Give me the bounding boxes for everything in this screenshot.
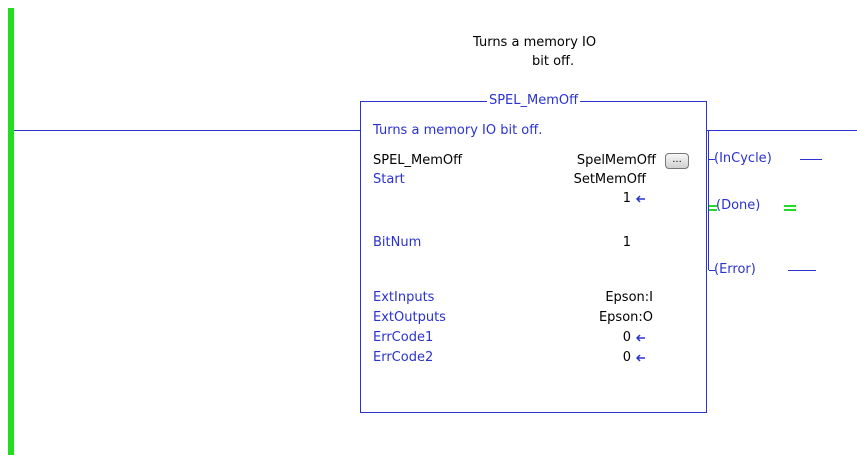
errcode2-label: ErrCode2 bbox=[373, 350, 434, 365]
done-label: Done bbox=[721, 198, 756, 213]
output-branch-connector bbox=[708, 130, 709, 270]
error-label: Error bbox=[719, 262, 751, 277]
error-wire-in bbox=[709, 270, 715, 271]
done-wire-in bbox=[709, 205, 717, 207]
rung-wire-right bbox=[707, 130, 857, 131]
instance-label: SPEL_MemOff bbox=[373, 153, 463, 168]
bitnum-label: BitNum bbox=[373, 235, 422, 250]
done-wire-in-2 bbox=[709, 209, 717, 211]
start-live-value: 1 bbox=[622, 191, 631, 206]
errcode1-label: ErrCode1 bbox=[373, 330, 434, 345]
start-value[interactable]: SetMemOff bbox=[573, 172, 646, 187]
spel-memoff-block[interactable]: SPEL_MemOff Turns a memory IO bit off. S… bbox=[360, 93, 707, 413]
extoutputs-label: ExtOutputs bbox=[373, 310, 446, 325]
left-arrow-icon bbox=[636, 191, 646, 207]
block-description: Turns a memory IO bit off. bbox=[373, 123, 543, 138]
block-title: SPEL_MemOff bbox=[486, 93, 581, 108]
incycle-wire-in bbox=[709, 159, 715, 160]
done-wire-out bbox=[784, 205, 796, 207]
extinputs-label: ExtInputs bbox=[373, 290, 435, 305]
left-arrow-icon bbox=[636, 350, 646, 366]
rung-wire-left bbox=[14, 130, 360, 131]
browse-button[interactable]: ... bbox=[665, 153, 689, 169]
errcode2-value: 0 bbox=[622, 350, 631, 365]
rung-comment-line1: Turns a memory IO bbox=[473, 35, 597, 50]
done-wire-out-2 bbox=[784, 209, 796, 211]
left-arrow-icon bbox=[636, 330, 646, 346]
incycle-label: InCycle bbox=[719, 151, 767, 166]
rung-comment-line2: bit off. bbox=[532, 54, 575, 69]
power-rail bbox=[8, 8, 14, 455]
extoutputs-value[interactable]: Epson:O bbox=[598, 310, 653, 325]
instance-value[interactable]: SpelMemOff bbox=[576, 153, 656, 168]
errcode1-value: 0 bbox=[622, 330, 631, 345]
error-wire-out bbox=[788, 270, 816, 271]
incycle-wire-out bbox=[800, 159, 822, 160]
incycle-coil[interactable]: (InCycle) bbox=[714, 151, 772, 166]
error-coil[interactable]: (Error) bbox=[714, 262, 756, 277]
start-label: Start bbox=[373, 172, 405, 187]
done-coil[interactable]: (Done) bbox=[716, 198, 761, 213]
bitnum-value[interactable]: 1 bbox=[622, 235, 631, 250]
extinputs-value[interactable]: Epson:I bbox=[605, 290, 653, 305]
